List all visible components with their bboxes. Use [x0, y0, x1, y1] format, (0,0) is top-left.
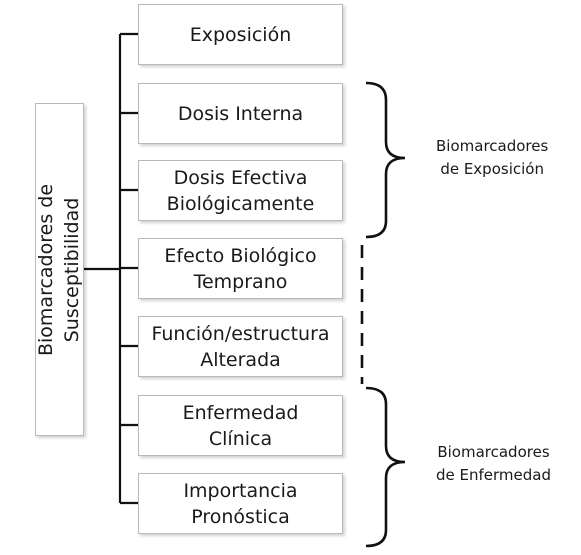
stage-label-line-2: Clínica	[208, 427, 273, 450]
susceptibility-box: Biomarcadores de Susceptibilidad	[35, 103, 84, 436]
group-label-line-1: Biomarcadores	[436, 137, 549, 155]
stage-importancia-pronostica: Importancia Pronóstica	[138, 473, 343, 534]
group-label-line-2: de Enfermedad	[436, 466, 551, 484]
stage-dosis-interna: Dosis Interna	[138, 83, 343, 144]
brace-enfermedad	[365, 386, 406, 548]
susceptibility-label-line-2: Susceptibilidad	[61, 197, 84, 342]
susceptibility-label-line-1: Biomarcadores de	[35, 183, 58, 356]
stage-efecto-temprano: Efecto Biológico Temprano	[138, 238, 343, 299]
stage-label-line-1: Función/estructura	[151, 322, 330, 345]
susceptibility-label: Biomarcadores de Susceptibilidad	[34, 183, 86, 355]
stage-label-line-2: Pronóstica	[191, 505, 290, 528]
group-label-line-1: Biomarcadores	[437, 443, 550, 461]
stage-label-line-1: Efecto Biológico	[164, 244, 317, 267]
stage-funcion-alterada: Función/estructura Alterada	[138, 316, 343, 377]
group-label-line-2: de Exposición	[440, 160, 544, 178]
stage-label-line-2: Alterada	[200, 348, 281, 371]
stage-label-line-1: Dosis Efectiva	[173, 166, 308, 189]
stage-dosis-efectiva: Dosis Efectiva Biológicamente	[138, 160, 343, 221]
stage-enfermedad-clinica: Enfermedad Clínica	[138, 395, 343, 456]
stage-label-line-1: Importancia	[183, 479, 298, 502]
stage-label: Dosis Interna	[177, 102, 304, 125]
brace-exposicion	[365, 81, 406, 239]
stage-exposicion: Exposición	[138, 4, 343, 65]
stage-label-line-1: Enfermedad	[182, 401, 299, 424]
stage-label: Exposición	[189, 23, 292, 46]
stage-label-line-2: Temprano	[193, 270, 288, 293]
group-label-exposicion: Biomarcadores de Exposición	[436, 135, 548, 181]
group-label-enfermedad: Biomarcadores de Enfermedad	[436, 441, 551, 487]
stage-label-line-2: Biológicamente	[166, 192, 315, 215]
